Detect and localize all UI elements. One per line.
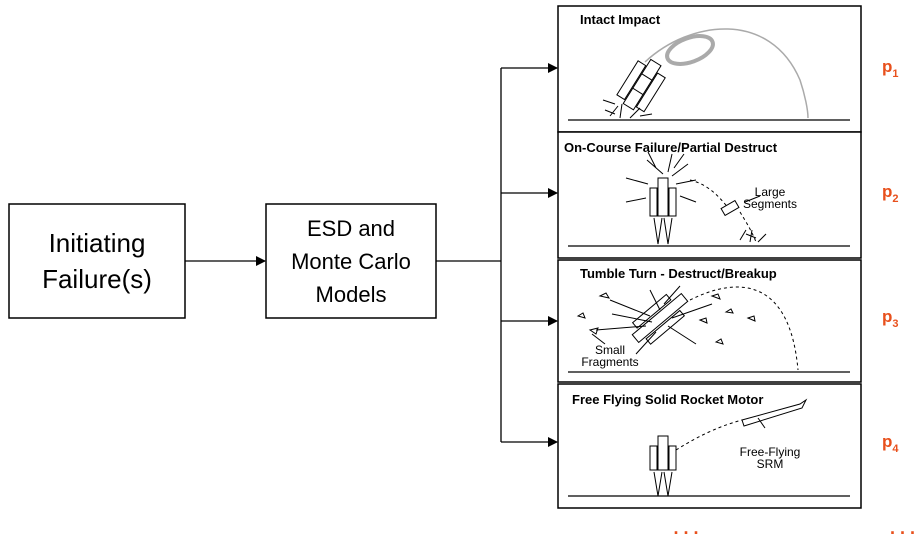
initiating-box-line1: Initiating <box>49 228 146 258</box>
large-segments-label-line2: Segments <box>743 197 797 211</box>
probability-p1: p1 <box>882 57 899 80</box>
models-box-line1: ESD and <box>307 216 395 241</box>
probability-p3: p3 <box>882 307 899 330</box>
free-flying-srm-label-line1: Free-Flying <box>740 445 801 459</box>
branch-connectors <box>436 63 558 447</box>
probability-p2: p2 <box>882 182 899 205</box>
free-flying-srm-sketch <box>649 398 808 497</box>
initiating-box-line2: Failure(s) <box>42 264 152 294</box>
probability-p4: p4 <box>882 432 899 455</box>
panel-2-title: On-Course Failure/Partial Destruct <box>564 140 778 155</box>
panel-on-course-failure: On-Course Failure/Partial Destruct Large… <box>557 131 862 259</box>
panel-ellipsis: . . . <box>673 518 698 538</box>
models-box-line3: Models <box>316 282 387 307</box>
panel-1-title: Intact Impact <box>580 12 661 27</box>
models-box-line2: Monte Carlo <box>291 249 411 274</box>
panel-tumble-turn: Tumble Turn - Destruct/Breakup Small Fra… <box>557 259 862 383</box>
esd-monte-carlo-box: ESD and Monte Carlo Models <box>265 203 437 319</box>
initiating-failures-box: Initiating Failure(s) <box>8 203 186 319</box>
panel-4-title: Free Flying Solid Rocket Motor <box>572 392 763 407</box>
intact-impact-sketch <box>602 28 809 119</box>
tumble-turn-sketch <box>576 285 799 371</box>
small-fragments-label-line1: Small <box>595 343 625 357</box>
small-fragments-label-line2: Fragments <box>581 355 638 369</box>
probability-labels: p1 p2 p3 p4 <box>882 57 899 455</box>
free-flying-srm-label-line2: SRM <box>757 457 784 471</box>
probability-ellipsis: . . . <box>890 518 915 538</box>
panel-intact-impact: Intact Impact <box>557 5 862 133</box>
large-segments-label-line1: Large <box>755 185 786 199</box>
panel-3-title: Tumble Turn - Destruct/Breakup <box>580 266 777 281</box>
partial-destruct-sketch <box>625 151 767 245</box>
panel-free-flying-srm: Free Flying Solid Rocket Motor Free-Flyi… <box>557 383 862 509</box>
